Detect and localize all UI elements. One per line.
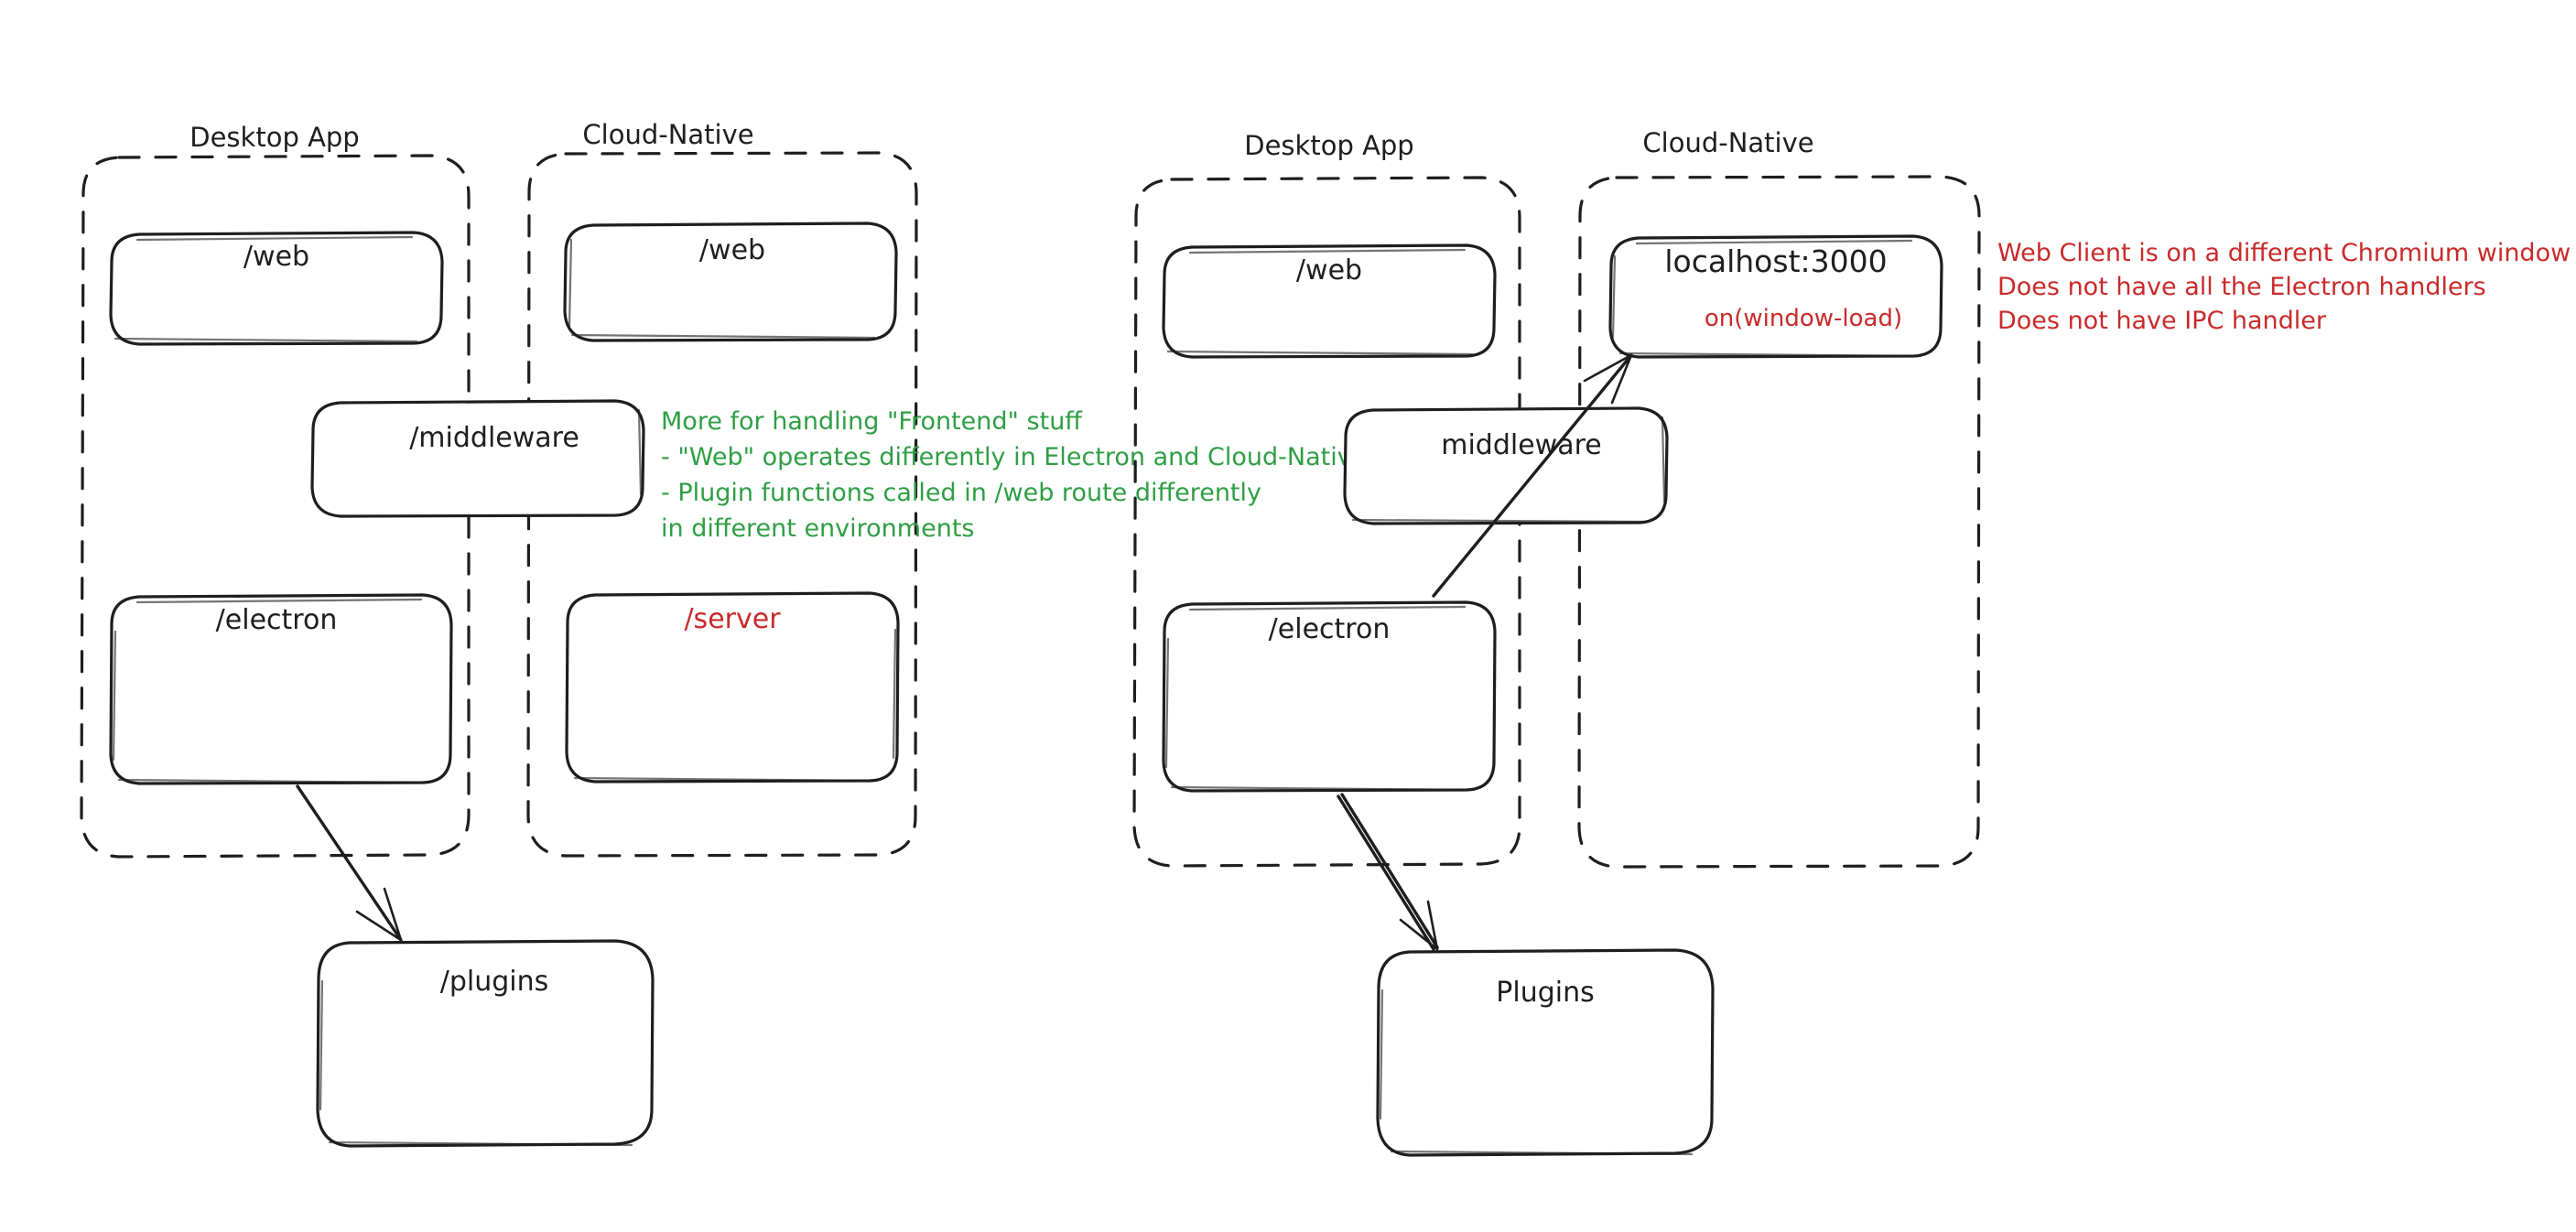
left-electron-node[interactable]: /electron <box>109 593 453 785</box>
left-desktop-web-label: /web <box>244 241 309 273</box>
green-note-line-4: in different environments <box>661 514 974 543</box>
green-note-line-2: - "Web" operates differently in Electron… <box>661 443 1367 471</box>
left-server-node[interactable]: /server <box>565 591 900 784</box>
right-plugins-label: Plugins <box>1496 977 1594 1009</box>
right-electron-node[interactable]: /electron <box>1162 600 1497 793</box>
red-note: Web Client is on a different Chromium wi… <box>1997 239 2571 335</box>
left-desktop-frame-label: Desktop App <box>189 122 359 153</box>
left-electron-label: /electron <box>216 604 338 636</box>
red-note-line-3: Does not have IPC handler <box>1997 307 2327 335</box>
left-electron-to-plugins-arrow[interactable] <box>296 784 403 942</box>
green-note: More for handling "Frontend" stuff - "We… <box>661 407 1367 543</box>
left-middleware-label: /middleware <box>409 422 579 454</box>
right-desktop-web-label: /web <box>1296 254 1362 286</box>
right-desktop-web-node[interactable]: /web <box>1162 243 1497 359</box>
right-electron-to-localhost-arrow[interactable] <box>1432 353 1633 598</box>
right-localhost-sublabel: on(window-load) <box>1705 305 1902 332</box>
left-desktop-frame[interactable] <box>80 154 471 859</box>
green-note-line-1: More for handling "Frontend" stuff <box>661 407 1083 436</box>
left-cloud-web-label: /web <box>699 234 765 266</box>
right-localhost-node[interactable]: localhost:3000 on(window-load) <box>1608 234 1943 359</box>
left-plugins-node[interactable]: /plugins <box>316 939 655 1148</box>
left-middleware-node[interactable]: /middleware <box>310 399 645 518</box>
left-desktop-web-node[interactable]: /web <box>109 231 444 346</box>
right-electron-label: /electron <box>1269 613 1391 645</box>
right-desktop-frame-label: Desktop App <box>1244 130 1413 161</box>
red-note-line-1: Web Client is on a different Chromium wi… <box>1997 239 2571 267</box>
left-cloud-frame-label: Cloud-Native <box>582 119 753 150</box>
right-cloud-frame-label: Cloud-Native <box>1642 127 1813 158</box>
right-desktop-frame[interactable] <box>1132 176 1521 868</box>
right-electron-to-plugins-arrow[interactable] <box>1337 793 1439 951</box>
green-note-line-3: - Plugin functions called in /web route … <box>661 479 1261 507</box>
left-plugins-label: /plugins <box>440 966 549 998</box>
left-cloud-web-node[interactable]: /web <box>563 222 898 342</box>
right-plugins-node[interactable]: Plugins <box>1376 948 1715 1157</box>
right-middleware-label: middleware <box>1441 429 1602 461</box>
right-middleware-node[interactable]: middleware <box>1343 406 1669 525</box>
right-cloud-frame[interactable] <box>1577 175 1981 869</box>
red-note-line-2: Does not have all the Electron handlers <box>1997 273 2486 301</box>
right-localhost-label: localhost:3000 <box>1664 243 1887 279</box>
left-server-label: /server <box>684 603 781 635</box>
